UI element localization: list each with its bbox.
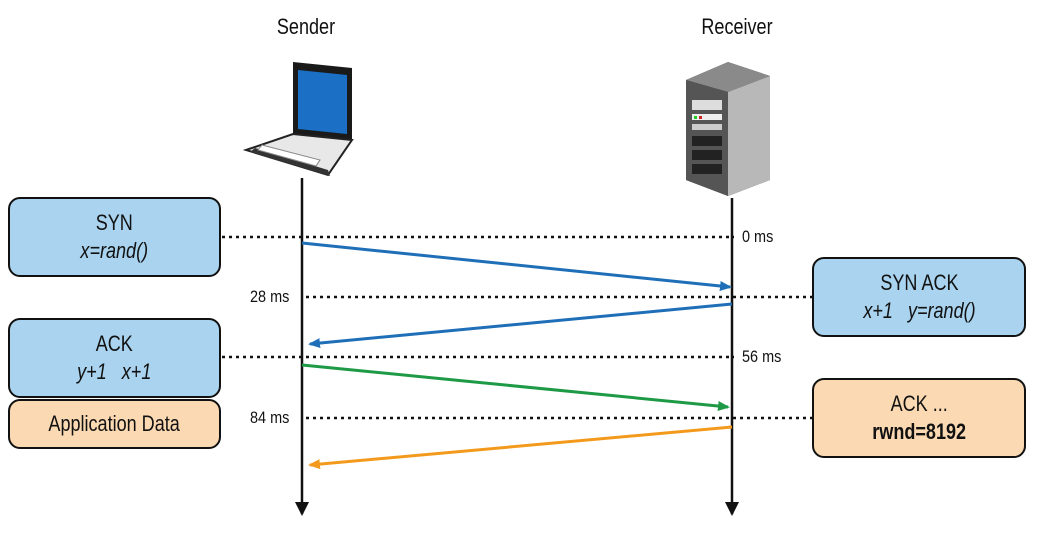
- ack-box-title: ACK: [95, 331, 134, 356]
- synack-box-title: SYN ACK: [879, 270, 959, 295]
- syn-box-title: SYN: [95, 210, 134, 235]
- server-icon: [686, 62, 770, 196]
- synack-box: SYN ACK x+1 y=rand(): [812, 257, 1026, 337]
- timestamp-56ms: 56 ms: [742, 347, 782, 366]
- ack-box: ACK y+1 x+1: [8, 318, 221, 398]
- ack-box-value: y+1 x+1: [77, 359, 152, 384]
- syn-box: SYN x=rand(): [8, 197, 221, 277]
- data-arrow: [308, 425, 733, 470]
- appdata-box-title: Application Data: [48, 411, 181, 436]
- synack-arrow: [308, 302, 733, 349]
- synack-box-value: x+1 y=rand(): [862, 298, 976, 323]
- laptop-icon: [242, 62, 354, 177]
- timestamp-84ms: 84 ms: [250, 408, 290, 427]
- sender-label: Sender: [276, 14, 336, 39]
- syn-arrow: [301, 241, 732, 291]
- timestamp-28ms: 28 ms: [250, 287, 290, 306]
- syn-box-value: x=rand(): [80, 238, 149, 263]
- ack2-box-title: ACK ...: [890, 391, 948, 416]
- timestamp-0ms: 0 ms: [742, 227, 774, 246]
- ack-arrow: [301, 363, 730, 411]
- appdata-box: Application Data: [8, 399, 221, 449]
- receiver-label: Receiver: [701, 14, 773, 39]
- ack2-box-value: rwnd=8192: [872, 419, 966, 444]
- ack2-box: ACK ... rwnd=8192: [812, 378, 1026, 458]
